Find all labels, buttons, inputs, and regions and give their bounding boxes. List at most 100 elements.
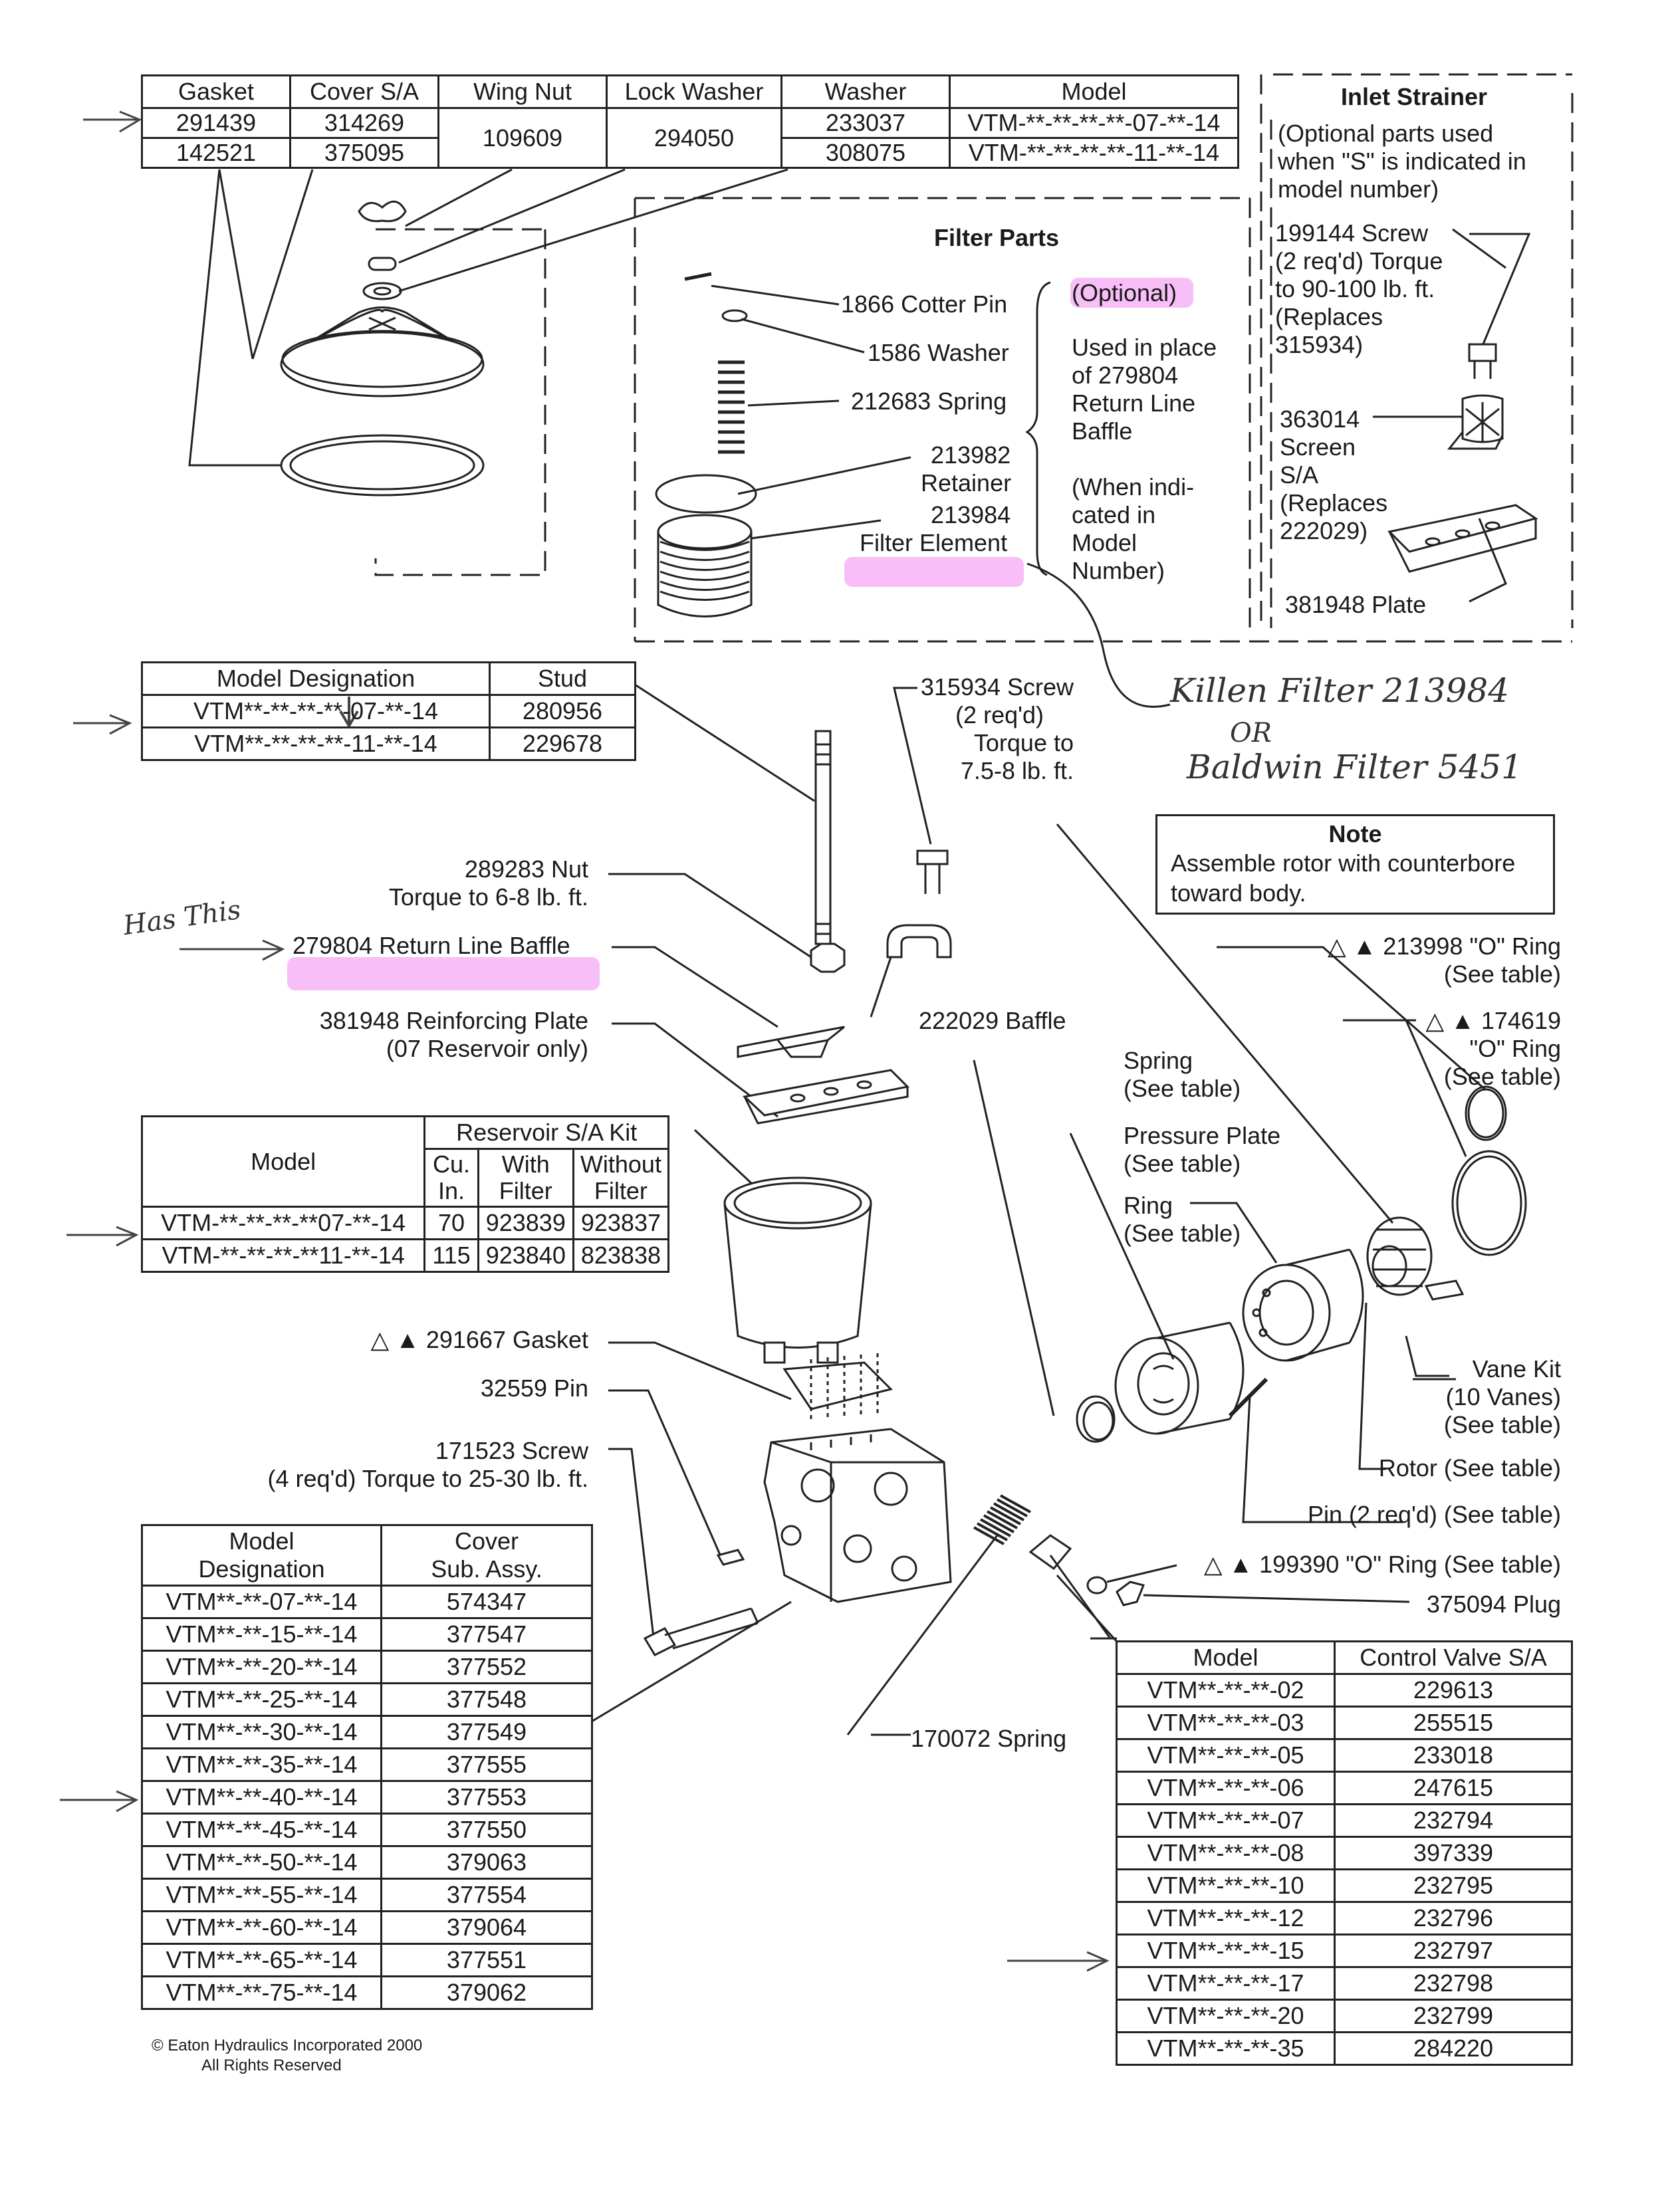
table-cell: 574347 xyxy=(380,1585,593,1619)
oring-213998-1: △ ▲ 213998 "O" Ring xyxy=(1327,933,1561,960)
screw-315934-1: 315934 Screw xyxy=(920,673,1074,701)
pressure-plate-2: (See table) xyxy=(1124,1150,1241,1177)
stud-table: Model Designation Stud VTM**-**-**-**-07… xyxy=(141,661,636,761)
table-cell: 923840 xyxy=(477,1238,574,1273)
col-cu-in-line-1: Cu. xyxy=(433,1151,471,1178)
filter-used-3: Return Line xyxy=(1072,389,1196,417)
col-model: Model xyxy=(140,1115,426,1208)
col-washer: Washer xyxy=(780,74,951,109)
spring-170072: 170072 Spring xyxy=(911,1725,1067,1752)
filter-used-4: Baffle xyxy=(1072,417,1133,445)
handwritten-filter-note-3: Baldwin Filter 5451 xyxy=(1187,748,1522,786)
rotor-label: Rotor (See table) xyxy=(1378,1454,1561,1482)
col-model-designation-line-2: Designation xyxy=(198,1555,325,1583)
table-cell: 233018 xyxy=(1334,1738,1573,1773)
screw-199144-3: to 90-100 lb. ft. xyxy=(1275,275,1435,302)
ring-label-2: (See table) xyxy=(1124,1220,1241,1247)
table-cell: VTM**-**-**-10 xyxy=(1116,1868,1336,1903)
highlight-filter-element xyxy=(844,557,1024,587)
table-cell: VTM**-**-**-06 xyxy=(1116,1771,1336,1805)
table-cell: VTM**-**-**-03 xyxy=(1116,1706,1336,1740)
filter-element-number: 213984 xyxy=(931,501,1011,528)
filter-washer: 1586 Washer xyxy=(868,339,1009,366)
table-cell: VTM**-**-**-07 xyxy=(1116,1803,1336,1838)
vane-kit-3: (See table) xyxy=(1443,1411,1561,1438)
table-cell: 377551 xyxy=(380,1943,593,1977)
table-cell: VTM**-**-**-35 xyxy=(1116,2031,1336,2066)
table-cell: VTM**-**-55-**-14 xyxy=(141,1878,382,1912)
table-cell: 377555 xyxy=(380,1747,593,1782)
table-cell: 232795 xyxy=(1334,1868,1573,1903)
note-box: Note Assemble rotor with counterbore tow… xyxy=(1155,814,1555,915)
filter-when-4: Number) xyxy=(1072,557,1165,584)
table-cell: VTM**-**-25-**-14 xyxy=(141,1682,382,1717)
table-cell: 377552 xyxy=(380,1650,593,1684)
screen-363014-1: 363014 xyxy=(1280,405,1360,433)
table-cell: VTM**-**-**-**-07-**-14 xyxy=(141,694,491,728)
filter-element-label: Filter Element xyxy=(860,529,1008,556)
return-line-baffle-279804: 279804 Return Line Baffle xyxy=(293,932,570,959)
table-cell: 294050 xyxy=(606,107,782,169)
table-cell: VTM**-**-**-08 xyxy=(1116,1836,1336,1870)
table-cell: 247615 xyxy=(1334,1771,1573,1805)
table-cell: 229613 xyxy=(1334,1673,1573,1708)
table-cell: VTM**-**-15-**-14 xyxy=(141,1617,382,1652)
table-cell: VTM**-**-75-**-14 xyxy=(141,1975,382,2010)
table-cell: 923839 xyxy=(477,1206,574,1240)
table-cell: VTM**-**-35-**-14 xyxy=(141,1747,382,1782)
table-cell: 291439 xyxy=(141,107,291,139)
inlet-strainer-note-2: when "S" is indicated in xyxy=(1278,148,1526,175)
cover-table: Model Designation Cover Sub. Assy. VTM**… xyxy=(141,1524,593,2010)
screw-199144-2: (2 req'd) Torque xyxy=(1275,247,1443,275)
table-cell: VTM**-**-**-17 xyxy=(1116,1966,1336,2001)
note-line-1: Assemble rotor with counterbore xyxy=(1171,849,1516,877)
oring-213998-2: (See table) xyxy=(1443,960,1561,988)
nut-289283-2: Torque to 6-8 lb. ft. xyxy=(388,883,588,911)
screw-171523-1: 171523 Screw xyxy=(435,1437,588,1464)
filter-retainer-label: Retainer xyxy=(921,469,1012,497)
filter-retainer-number: 213982 xyxy=(931,441,1011,469)
col-with-filter-line-2: Filter xyxy=(499,1177,552,1204)
table-cell: 379063 xyxy=(380,1845,593,1880)
oring-174619-2: "O" Ring xyxy=(1469,1035,1561,1062)
spring-label-1: Spring xyxy=(1124,1047,1193,1074)
spring-label-2: (See table) xyxy=(1124,1075,1241,1102)
screen-363014-5: 222029) xyxy=(1280,517,1368,544)
screen-363014-4: (Replaces xyxy=(1280,489,1388,516)
plate-381948: 381948 Plate xyxy=(1285,591,1427,618)
table-cell: VTM**-**-50-**-14 xyxy=(141,1845,382,1880)
table-cell: VTM**-**-**-12 xyxy=(1116,1901,1336,1936)
filter-optional: (Optional) xyxy=(1072,279,1177,306)
col-cu-in-line-2: In. xyxy=(438,1177,465,1204)
col-without-filter: Without Filter xyxy=(572,1148,670,1208)
table-cell: 109609 xyxy=(437,107,608,169)
reinforcing-plate-2: (07 Reservoir only) xyxy=(386,1035,588,1062)
col-without-filter-line-1: Without xyxy=(580,1151,661,1178)
table-cell: VTM**-**-**-02 xyxy=(1116,1673,1336,1708)
inlet-strainer-note-1: (Optional parts used xyxy=(1278,120,1494,147)
table-cell: 923837 xyxy=(572,1206,670,1240)
screw-315934-4: 7.5-8 lb. ft. xyxy=(960,757,1074,784)
col-cover-sub-assy: Cover Sub. Assy. xyxy=(380,1524,593,1587)
table-cell: VTM**-**-60-**-14 xyxy=(141,1910,382,1945)
copyright-symbol: © xyxy=(152,2037,164,2054)
table-cell: VTM-**-**-**-**11-**-14 xyxy=(140,1238,426,1273)
col-lock-washer: Lock Washer xyxy=(606,74,782,109)
col-gasket: Gasket xyxy=(141,74,291,109)
